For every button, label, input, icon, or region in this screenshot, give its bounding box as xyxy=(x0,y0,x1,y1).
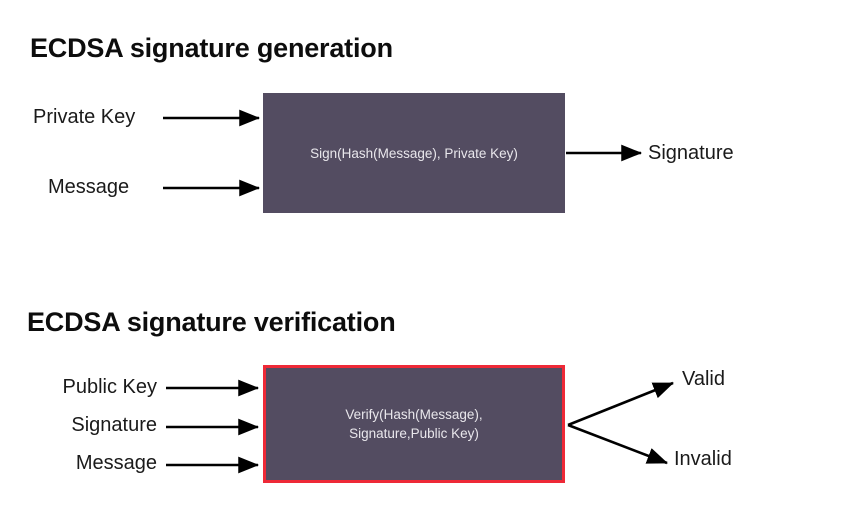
input-label-public-key: Public Key xyxy=(62,376,158,398)
process-box-sign: Sign(Hash(Message), Private Key) xyxy=(263,93,565,213)
section-title-verification: ECDSA signature verification xyxy=(27,307,396,337)
arrow-verify-to-valid xyxy=(567,381,674,427)
section-title-generation: ECDSA signature generation xyxy=(30,33,393,63)
arrow-verify-to-invalid xyxy=(567,423,668,465)
output-label-signature: Signature xyxy=(648,142,734,164)
process-box-verify: Verify(Hash(Message), Signature,Public K… xyxy=(263,365,565,483)
process-box-sign-label: Sign(Hash(Message), Private Key) xyxy=(310,145,518,161)
input-label-private-key: Private Key xyxy=(33,106,136,128)
output-label-valid: Valid xyxy=(682,368,725,390)
input-label-signature: Signature xyxy=(71,414,157,436)
input-label-message-verification: Message xyxy=(75,452,157,474)
output-label-invalid: Invalid xyxy=(674,448,732,470)
process-box-verify-label: Verify(Hash(Message), Signature,Public K… xyxy=(345,407,483,441)
input-label-message-generation: Message xyxy=(48,176,130,198)
